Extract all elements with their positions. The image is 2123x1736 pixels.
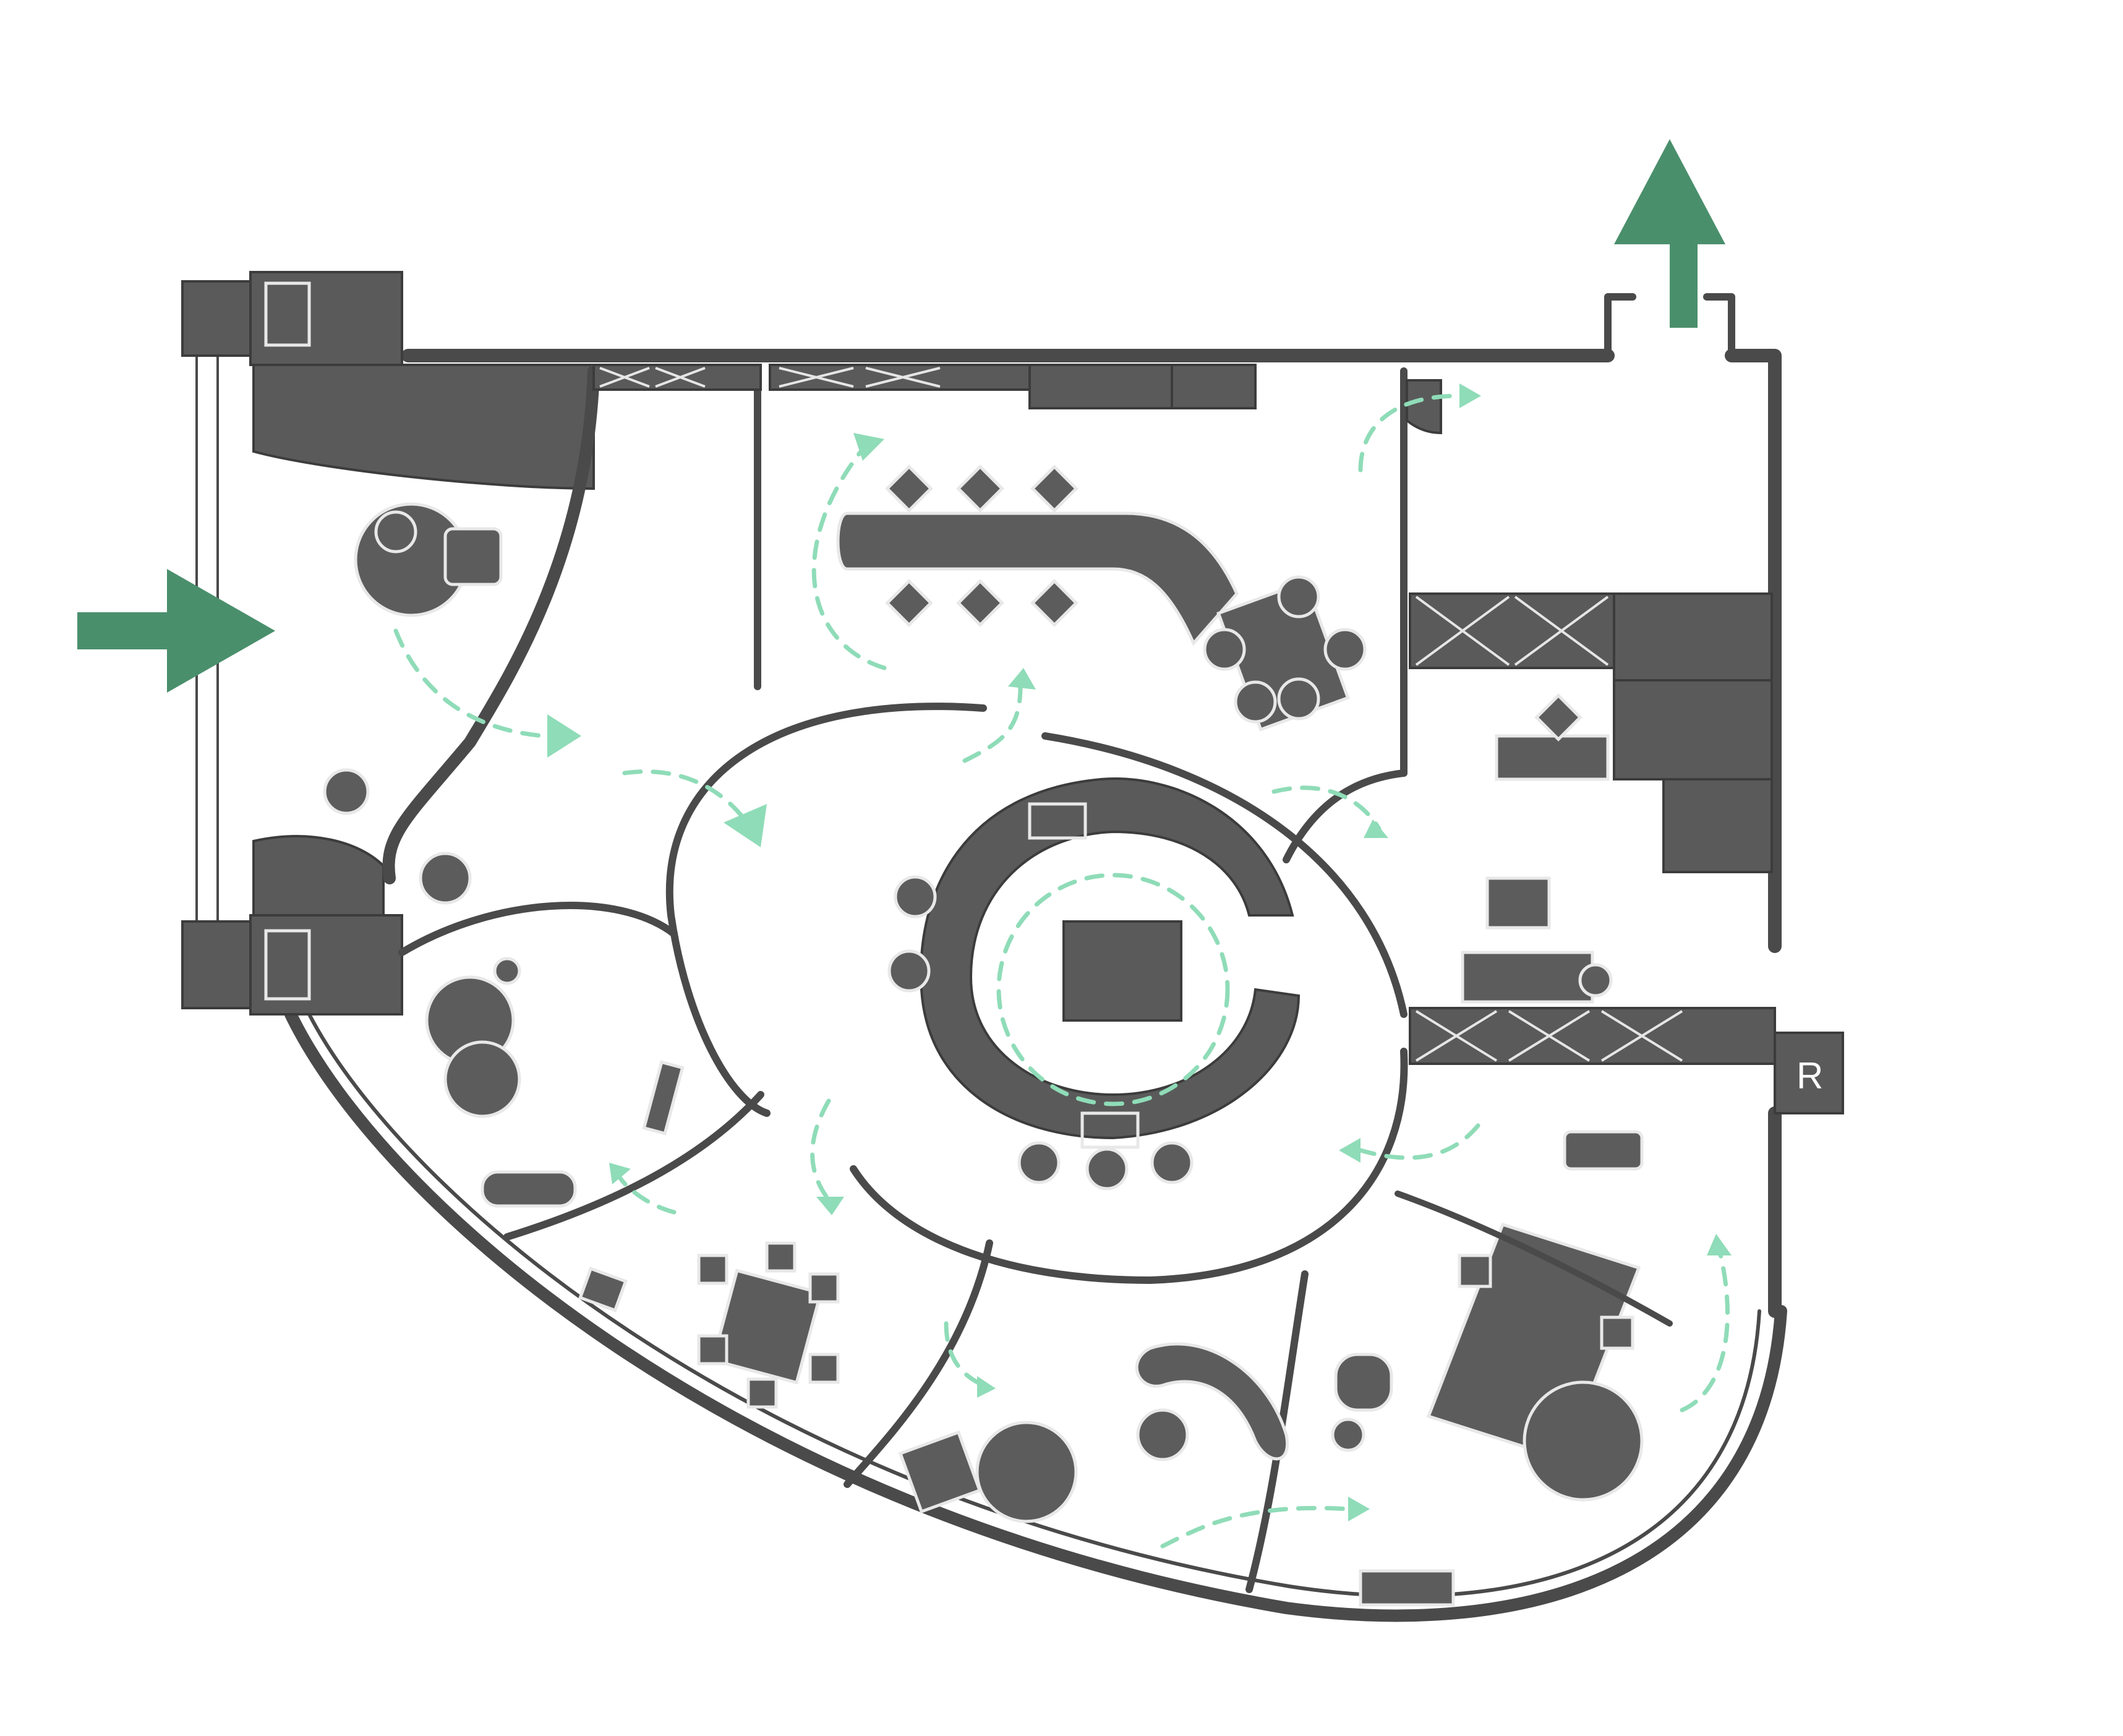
entry-vestibule [181, 271, 595, 1016]
southeast-lounge [1395, 1130, 1673, 1502]
dining-furniture [578, 1241, 840, 1409]
lobby-furniture [323, 502, 503, 905]
circulation-flows [393, 383, 1732, 1549]
r-tag: R [1774, 1032, 1844, 1114]
outer-walls [195, 293, 1787, 1622]
core-flow-ring [996, 873, 1230, 1106]
partitions [382, 364, 1442, 884]
southwest-furniture [398, 902, 764, 1241]
entry-arrow [77, 569, 275, 693]
r-tag-label: R [1796, 1055, 1823, 1097]
exit-arrow [1614, 139, 1725, 328]
central-core [665, 703, 1408, 1284]
meeting-furniture [836, 464, 1367, 732]
south-lounges [844, 1239, 1455, 1607]
office-area [1409, 592, 1776, 1065]
